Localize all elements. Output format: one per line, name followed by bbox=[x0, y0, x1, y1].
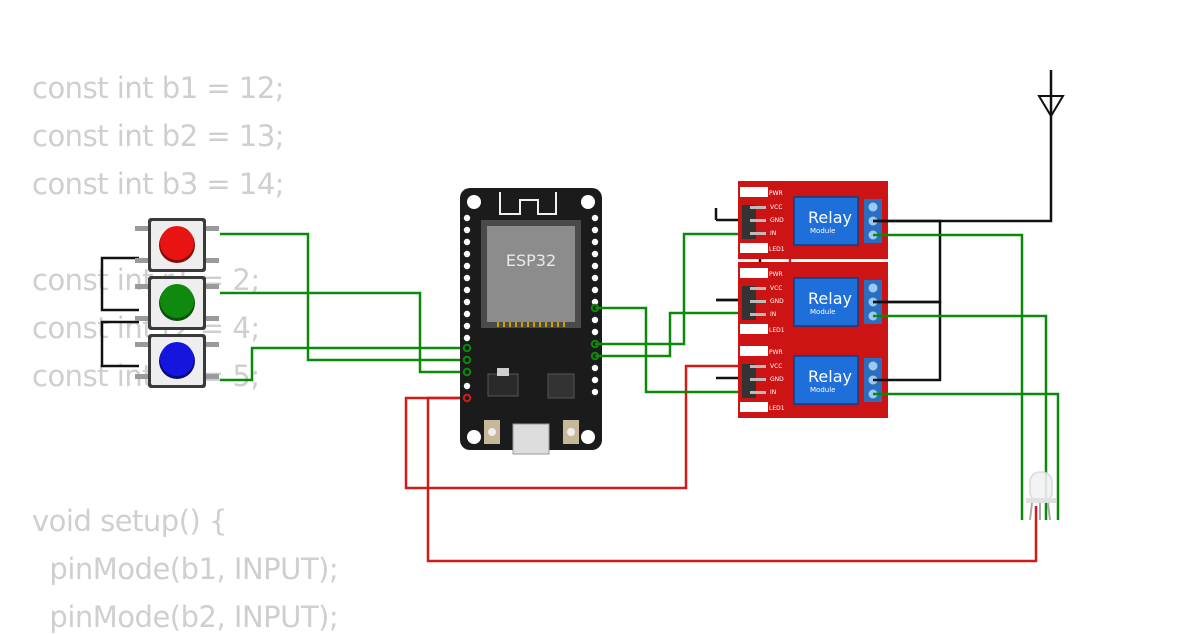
vcc-label: VCC bbox=[770, 285, 782, 292]
vcc-label: VCC bbox=[770, 363, 782, 370]
vcc-label: VCC bbox=[770, 204, 782, 211]
led1-label: LED1 bbox=[769, 327, 785, 334]
relay-subtitle: Module bbox=[810, 308, 835, 316]
relay-module-1[interactable]: PWR LED1 VCC GND IN Relay Module bbox=[738, 181, 888, 259]
led1-label: LED1 bbox=[769, 405, 785, 412]
ground-symbol bbox=[1037, 95, 1065, 118]
pwr-label: PWR bbox=[769, 190, 783, 197]
green-button-cap[interactable] bbox=[160, 284, 194, 318]
gnd-label: GND bbox=[770, 298, 784, 305]
esp32-board[interactable]: ESP32 bbox=[460, 188, 602, 455]
code-line: pinMode(b2, INPUT); bbox=[32, 600, 339, 634]
gnd-label: GND bbox=[770, 376, 784, 383]
pwr-label: PWR bbox=[769, 271, 783, 278]
pushbutton-red[interactable] bbox=[135, 218, 219, 272]
code-line: const int r1 = 2; bbox=[32, 263, 260, 297]
code-line: const int b3 = 14; bbox=[32, 167, 285, 201]
relay-module-2[interactable]: PWR LED1 VCC GND IN Relay Module bbox=[738, 262, 888, 340]
esp32-chip-label: ESP32 bbox=[506, 251, 556, 270]
relay-output-wires-black[interactable] bbox=[873, 70, 1053, 382]
relay-title: Relay bbox=[808, 208, 852, 227]
relay-title: Relay bbox=[808, 289, 852, 308]
red-button-cap[interactable] bbox=[160, 226, 194, 260]
button-signal-wires[interactable] bbox=[220, 232, 467, 382]
in-label: IN bbox=[770, 389, 776, 396]
blue-button-cap[interactable] bbox=[160, 342, 194, 376]
button-ground-wires[interactable] bbox=[100, 256, 139, 368]
relay-output-wires-green[interactable] bbox=[873, 233, 1060, 520]
relay-signal-wires[interactable] bbox=[595, 232, 742, 394]
code-line: pinMode(b1, INPUT); bbox=[32, 552, 339, 586]
led1-label: LED1 bbox=[769, 246, 785, 253]
relay-title: Relay bbox=[808, 367, 852, 386]
code-line: void setup() { bbox=[32, 504, 228, 538]
in-label: IN bbox=[770, 311, 776, 318]
in-label: IN bbox=[770, 230, 776, 237]
code-line: const int b2 = 13; bbox=[32, 119, 285, 153]
relay-subtitle: Module bbox=[810, 386, 835, 394]
relay-module-3[interactable]: PWR LED1 VCC GND IN Relay Module bbox=[738, 340, 888, 418]
pushbutton-blue[interactable] bbox=[135, 334, 219, 388]
gnd-label: GND bbox=[770, 217, 784, 224]
pwr-label: PWR bbox=[769, 349, 783, 356]
relay-subtitle: Module bbox=[810, 227, 835, 235]
rgb-led[interactable] bbox=[1026, 471, 1056, 521]
code-line: const int b1 = 12; bbox=[32, 71, 285, 105]
pushbutton-green[interactable] bbox=[135, 276, 219, 330]
